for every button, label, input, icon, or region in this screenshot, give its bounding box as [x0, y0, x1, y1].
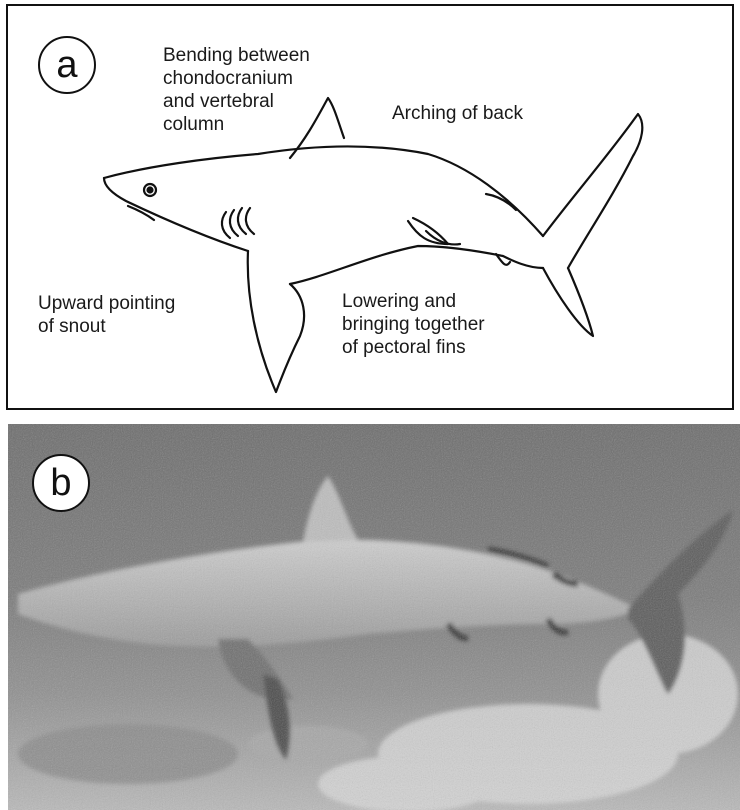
- panel-a-line-drawing: a Bending between chondocranium and vert…: [6, 4, 734, 410]
- head-underside: [104, 178, 248, 251]
- caudal-fin-upper: [543, 114, 642, 268]
- shark-photo: [8, 424, 740, 810]
- label-lowering-pectoral-fins: Lowering and bringing together of pector…: [342, 290, 485, 359]
- panel-b-photograph: b: [8, 424, 740, 810]
- label-upward-pointing-snout: Upward pointing of snout: [38, 292, 175, 338]
- pelvic-fin: [408, 218, 448, 244]
- pectoral-fin: [248, 251, 304, 392]
- label-arching-of-back: Arching of back: [392, 102, 523, 125]
- eye-pupil: [148, 188, 153, 193]
- caudal-fin-lower: [543, 268, 593, 336]
- panel-a-label-badge: a: [38, 36, 96, 94]
- second-dorsal-fin: [486, 194, 516, 210]
- label-bending-chondocranium: Bending between chondocranium and verteb…: [163, 44, 310, 136]
- panel-b-label-badge: b: [32, 454, 90, 512]
- shark-back-outline: [104, 146, 543, 236]
